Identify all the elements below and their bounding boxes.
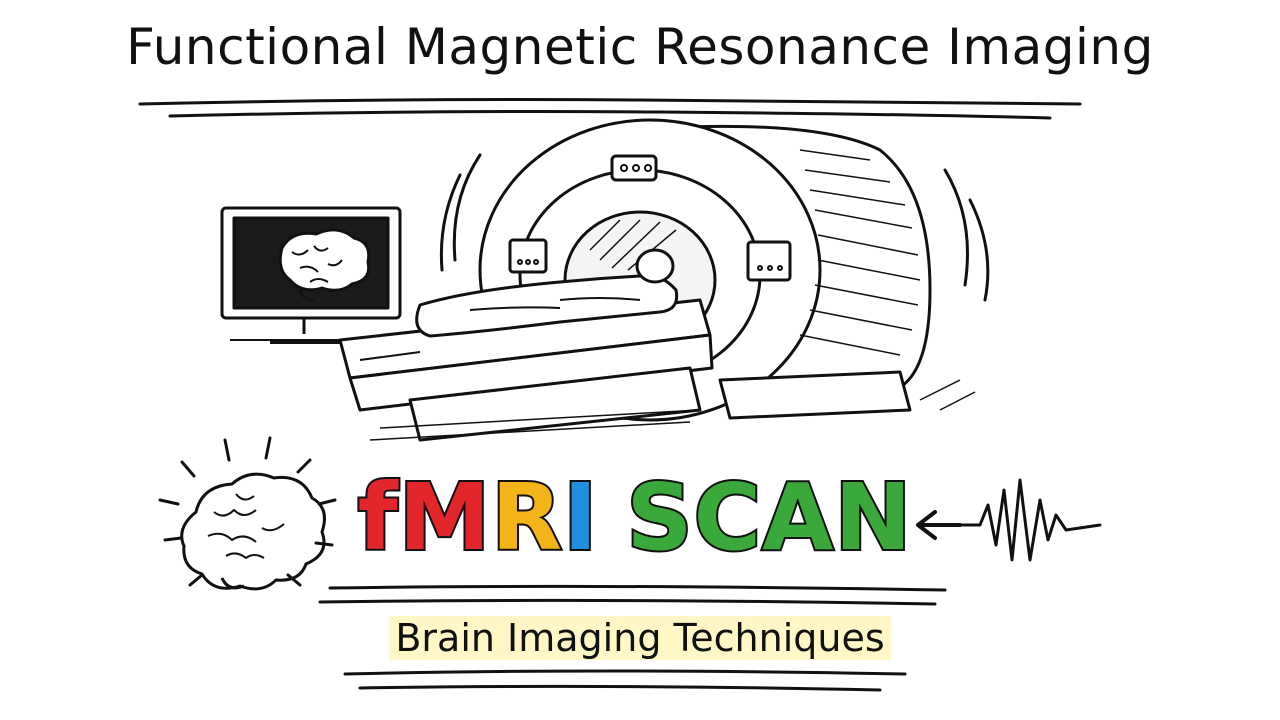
headline-letter: C — [692, 462, 764, 573]
subtitle: Brain Imaging Techniques — [0, 616, 1280, 660]
subtitle-text: Brain Imaging Techniques — [389, 616, 891, 660]
headline-underline — [318, 584, 947, 606]
headline-letter: A — [760, 462, 835, 573]
headline-letter: S — [624, 462, 694, 573]
brain-icon — [158, 436, 337, 591]
headline-letter: f — [356, 462, 400, 573]
arrow-left-icon — [916, 510, 962, 540]
headline-fmri-scan: fMRI SCAN — [335, 458, 935, 578]
headline-letter: N — [832, 462, 913, 573]
page-title: Functional Magnetic Resonance Imaging — [126, 18, 1154, 76]
headline-letter — [598, 458, 626, 578]
headline-letter: R — [489, 462, 564, 573]
headline-letter: I — [561, 462, 599, 573]
patient-table — [338, 248, 976, 442]
monitor-brain-icon — [220, 206, 402, 344]
title-underline — [138, 98, 1082, 120]
signal-wave-icon — [958, 478, 1102, 562]
headline-letter: M — [397, 462, 493, 573]
subtitle-underline — [343, 669, 907, 692]
